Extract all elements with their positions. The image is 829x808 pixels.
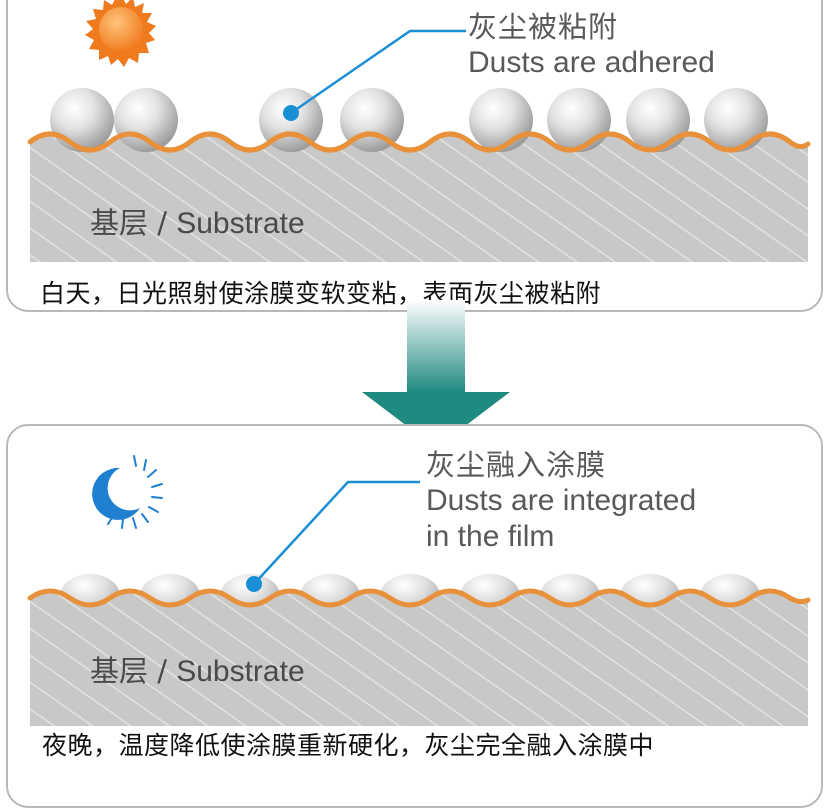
dust-particle xyxy=(626,88,690,152)
day-pointer xyxy=(283,29,466,121)
night-dust-label-en-line2: in the film xyxy=(426,519,555,553)
day-substrate-label: 基层 / Substrate xyxy=(90,200,305,242)
day-substrate xyxy=(30,134,808,262)
dust-particle xyxy=(114,88,178,152)
day-film-line xyxy=(27,131,811,153)
night-dust-label-en-line1: Dusts are integrated xyxy=(426,483,697,517)
moon-icon xyxy=(92,455,163,529)
day-substrate-en: Substrate xyxy=(176,207,305,240)
day-dust-label: 灰尘被粘附 Dusts are adhered xyxy=(468,10,715,81)
day-dust-label-zh: 灰尘被粘附 xyxy=(468,10,619,44)
day-substrate-zh: 基层 / xyxy=(90,206,177,240)
dust-particle xyxy=(50,88,114,152)
night-panel: 灰尘融入涂膜 Dusts are integrated in the film … xyxy=(6,424,823,808)
dust-particle xyxy=(547,88,611,152)
night-substrate-zh: 基层 / xyxy=(90,654,177,688)
sun-icon xyxy=(85,0,156,67)
day-panel: 灰尘被粘附 Dusts are adhered 基层 / Substrate xyxy=(6,0,823,312)
night-substrate-en: Substrate xyxy=(176,655,305,688)
night-pointer xyxy=(246,480,420,592)
day-scene xyxy=(27,0,811,262)
day-caption: 白天，日光照射使涂膜变软变粘，表面灰尘被粘附 xyxy=(40,279,602,308)
dust-particle xyxy=(469,88,533,152)
dust-particle xyxy=(704,88,768,152)
day-dust-particles xyxy=(50,88,768,152)
down-arrow-icon xyxy=(362,300,510,448)
night-substrate-label: 基层 / Substrate xyxy=(90,648,305,690)
night-film-line xyxy=(27,588,811,608)
night-substrate xyxy=(30,591,808,726)
night-caption: 夜晚，温度降低使涂膜重新硬化，灰尘完全融入涂膜中 xyxy=(42,731,655,760)
night-dust-label: 灰尘融入涂膜 Dusts are integrated in the film xyxy=(426,448,696,555)
day-dust-label-en: Dusts are adhered xyxy=(468,45,715,79)
night-dust-label-zh: 灰尘融入涂膜 xyxy=(426,448,607,482)
night-scene xyxy=(27,455,811,726)
